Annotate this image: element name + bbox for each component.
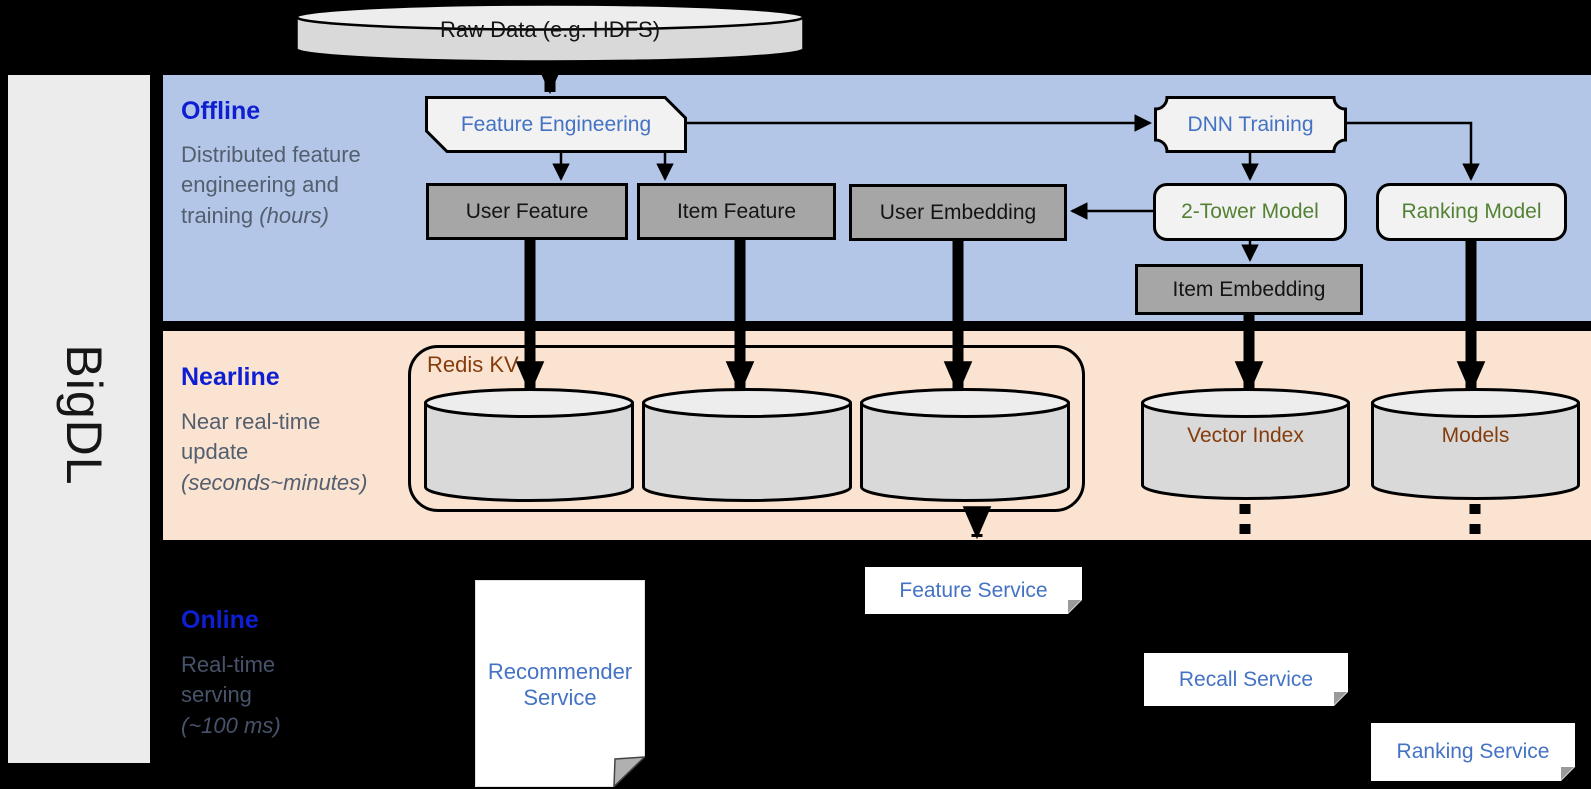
online-time-note: (~100 ms) (181, 712, 281, 738)
redis-kv-label: Redis KV (427, 352, 519, 377)
online-section-description: Real-time serving (~100 ms) (181, 650, 381, 741)
snip-corner-shape (425, 96, 687, 153)
dnn-training-node: DNN Training (1154, 96, 1347, 153)
recommender-service-node: Recommender Service (475, 580, 645, 787)
item-feature-node: Item Feature (637, 183, 836, 240)
redis-shard-cylinder-2 (642, 388, 852, 502)
recall-service-label: Recall Service (1178, 667, 1314, 691)
ranking-model-node: Ranking Model (1376, 183, 1567, 241)
item-embedding-node: Item Embedding (1135, 264, 1363, 315)
user-embedding-node: User Embedding (849, 184, 1067, 241)
offline-section-description: Distributed feature engineering and trai… (181, 140, 376, 231)
nearline-section-description: Near real-time update (seconds~minutes) (181, 407, 441, 498)
offline-time-note: (hours) (259, 202, 329, 228)
recommender-service-label: Recommender Service (487, 659, 633, 710)
nearline-section-label: Nearline (181, 363, 280, 391)
nearline-time-note: (seconds~minutes) (181, 469, 368, 495)
online-desc-text: Real-time serving (181, 652, 276, 708)
recall-service-node: Recall Service (1144, 653, 1348, 706)
document-shape (475, 580, 645, 787)
redis-shard-cylinder-1 (424, 388, 634, 502)
feature-engineering-label: Feature Engineering (460, 112, 652, 136)
dnn-training-label: DNN Training (1187, 112, 1314, 136)
plaque-shape (1154, 96, 1347, 153)
redis-kv-container (408, 345, 1085, 512)
nearline-desc-text: Near real-time update (181, 409, 321, 465)
online-section-label: Online (181, 606, 259, 634)
models-label: Models (1441, 423, 1510, 447)
ranking-service-label: Ranking Service (1396, 740, 1550, 763)
feature-service-node: Feature Service (865, 567, 1082, 614)
feature-engineering-node: Feature Engineering (425, 96, 687, 153)
vector-index-store: Vector Index (1141, 388, 1350, 500)
feature-service-label: Feature Service (899, 578, 1048, 602)
user-feature-node: User Feature (426, 183, 628, 240)
vector-index-label: Vector Index (1187, 423, 1304, 447)
raw-data-label: Raw Data (e.g. HDFS) (439, 17, 661, 42)
two-tower-model-node: 2-Tower Model (1153, 183, 1347, 241)
cylinder-shape (295, 3, 805, 63)
ranking-service-node: Ranking Service (1371, 723, 1575, 781)
raw-data-store: Raw Data (e.g. HDFS) (295, 3, 805, 63)
models-store: Models (1371, 388, 1580, 500)
redis-shard-cylinder-3 (860, 388, 1070, 502)
bigdl-logo: BigDL (56, 344, 112, 486)
offline-section-label: Offline (181, 97, 261, 125)
offline-desc-text: Distributed feature engineering and trai… (181, 142, 361, 228)
bigdl-sidebar: BigDL (8, 75, 150, 763)
